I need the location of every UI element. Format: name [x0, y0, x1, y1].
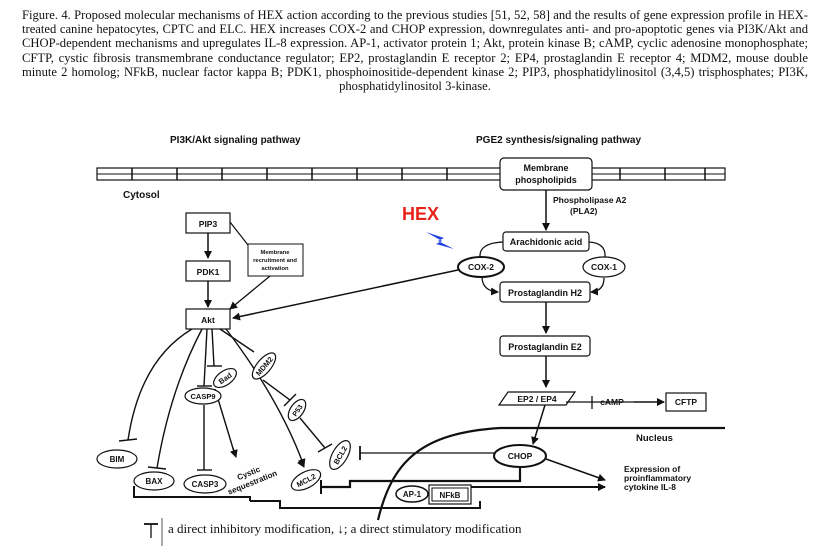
bad-ellipse — [213, 367, 237, 389]
mdm2-ellipse — [251, 352, 277, 380]
camp-label: cAMP — [600, 397, 624, 407]
membrane-recruitment-line3: activation — [261, 266, 289, 272]
cytosol-label: Cytosol — [123, 190, 160, 201]
mcl2-ellipse — [290, 469, 322, 491]
pgh2-label: Prostaglandin H2 — [508, 288, 582, 298]
ap1-label: AP-1 — [403, 490, 422, 499]
bcl2-ellipse — [329, 440, 351, 470]
pla2-label-line2: (PLA2) — [570, 206, 598, 216]
pgh2-box — [499, 281, 591, 303]
casp9-label: CASP9 — [190, 392, 215, 401]
pge2-label: Prostaglandin E2 — [508, 342, 582, 352]
nucleus-label: Nucleus — [636, 433, 673, 444]
bim-label: BIM — [110, 455, 125, 464]
ep2-ep4-label: EP2 / EP4 — [517, 394, 556, 404]
pi3k-pathway-title: PI3K/Akt signaling pathway — [170, 135, 301, 146]
chop-label: CHOP — [508, 451, 533, 461]
cox1-ellipse — [582, 256, 626, 278]
casp9-ellipse — [184, 387, 222, 405]
pdk1-label: PDK1 — [197, 267, 220, 277]
bax-ellipse — [133, 471, 175, 491]
pip3-label: PIP3 — [199, 219, 218, 229]
pge2-box — [499, 335, 591, 357]
membrane-recruitment-box — [247, 243, 304, 277]
casp3-ellipse — [183, 474, 227, 494]
il8-line1: Expression of — [624, 464, 680, 474]
bim-ellipse — [96, 449, 138, 469]
lightning-icon — [426, 232, 454, 249]
cftp-label: CFTP — [675, 397, 698, 407]
p53-ellipse — [287, 398, 307, 422]
il8-line3: cytokine IL-8 — [624, 482, 676, 492]
hex-label: HEX — [402, 204, 439, 224]
pla2-label-line1: Phospholipase A2 — [553, 195, 627, 205]
membrane-recruitment-line2: recruitment and — [253, 258, 297, 264]
il8-line2: proinflammatory — [624, 473, 691, 483]
cell-membrane — [96, 167, 726, 181]
legend-footer: a direct inhibitory modification, ↓; a d… — [168, 521, 522, 536]
akt-label: Akt — [201, 315, 215, 325]
ap1-ellipse — [395, 485, 429, 503]
membrane-phospholipids-line1: Membrane — [523, 163, 568, 173]
arachidonic-acid-box — [502, 231, 590, 252]
cftp-box — [665, 392, 707, 412]
nuclear-envelope — [376, 426, 725, 521]
figure-caption: Figure. 4. Proposed molecular mechanisms… — [22, 8, 808, 94]
bax-label: BAX — [146, 477, 164, 486]
inhibition-symbol-icon — [144, 518, 163, 546]
cox2-label: COX-2 — [468, 262, 494, 272]
cox1-label: COX-1 — [591, 262, 617, 272]
arachidonic-acid-label: Arachidonic acid — [510, 237, 583, 247]
nfkb-label: NFkB — [440, 491, 461, 500]
casp3-label: CASP3 — [192, 480, 219, 489]
ep2-ep4-receptor — [497, 391, 577, 406]
cox2-ellipse — [457, 256, 505, 278]
membrane-phospholipids-line2: phospholipids — [515, 175, 577, 185]
pge2-pathway-title: PGE2 synthesis/signaling pathway — [476, 135, 641, 146]
akt-box — [185, 308, 231, 330]
membrane-recruitment-line1: Membrane — [261, 250, 291, 256]
